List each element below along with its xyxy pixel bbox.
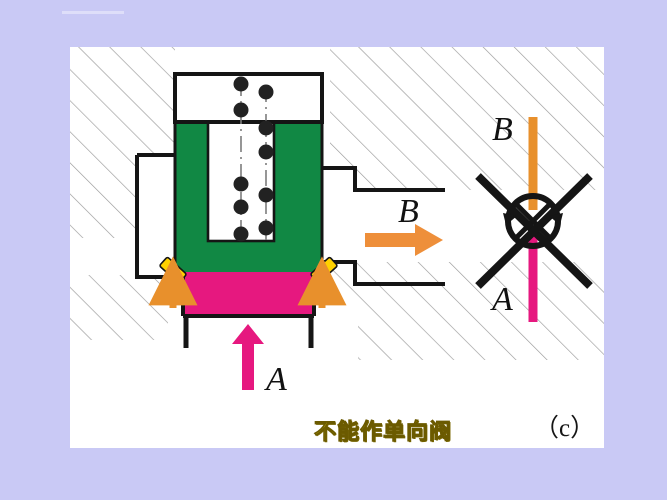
schematic-barb-right — [549, 213, 563, 225]
label-a-section: A — [264, 361, 287, 398]
housing-hatch-lower-left — [70, 275, 168, 340]
valve-bonnet — [173, 72, 324, 124]
housing-hatch-upper-right — [330, 47, 604, 190]
top-decor-rule — [62, 11, 124, 14]
label-b-schematic: B — [492, 111, 513, 148]
inlet-arrow-a — [232, 324, 264, 390]
schematic-barb-left — [503, 213, 517, 225]
fastener-column-right — [258, 84, 274, 240]
schematic-symbol — [475, 117, 593, 322]
fastener-column-left — [233, 76, 249, 242]
schematic-strike-2 — [475, 173, 593, 289]
figure-index-label: （c） — [534, 415, 596, 442]
pressure-chamber-fill — [183, 272, 314, 316]
label-b-section: B — [398, 193, 419, 230]
housing-hatch-upper-left — [70, 47, 175, 238]
outlet-arrow-b — [365, 224, 443, 256]
right-outlet-cavity — [330, 190, 445, 262]
chamber-stem-walls — [183, 316, 314, 348]
figure-caption-chinese: 不能作单向阀 — [314, 420, 453, 446]
label-a-schematic: A — [490, 281, 513, 318]
schematic-circle-x2 — [513, 201, 553, 241]
outline-right-step-top — [322, 166, 445, 192]
housing-hatch-lower-right — [330, 262, 604, 360]
left-cavity — [137, 155, 177, 275]
